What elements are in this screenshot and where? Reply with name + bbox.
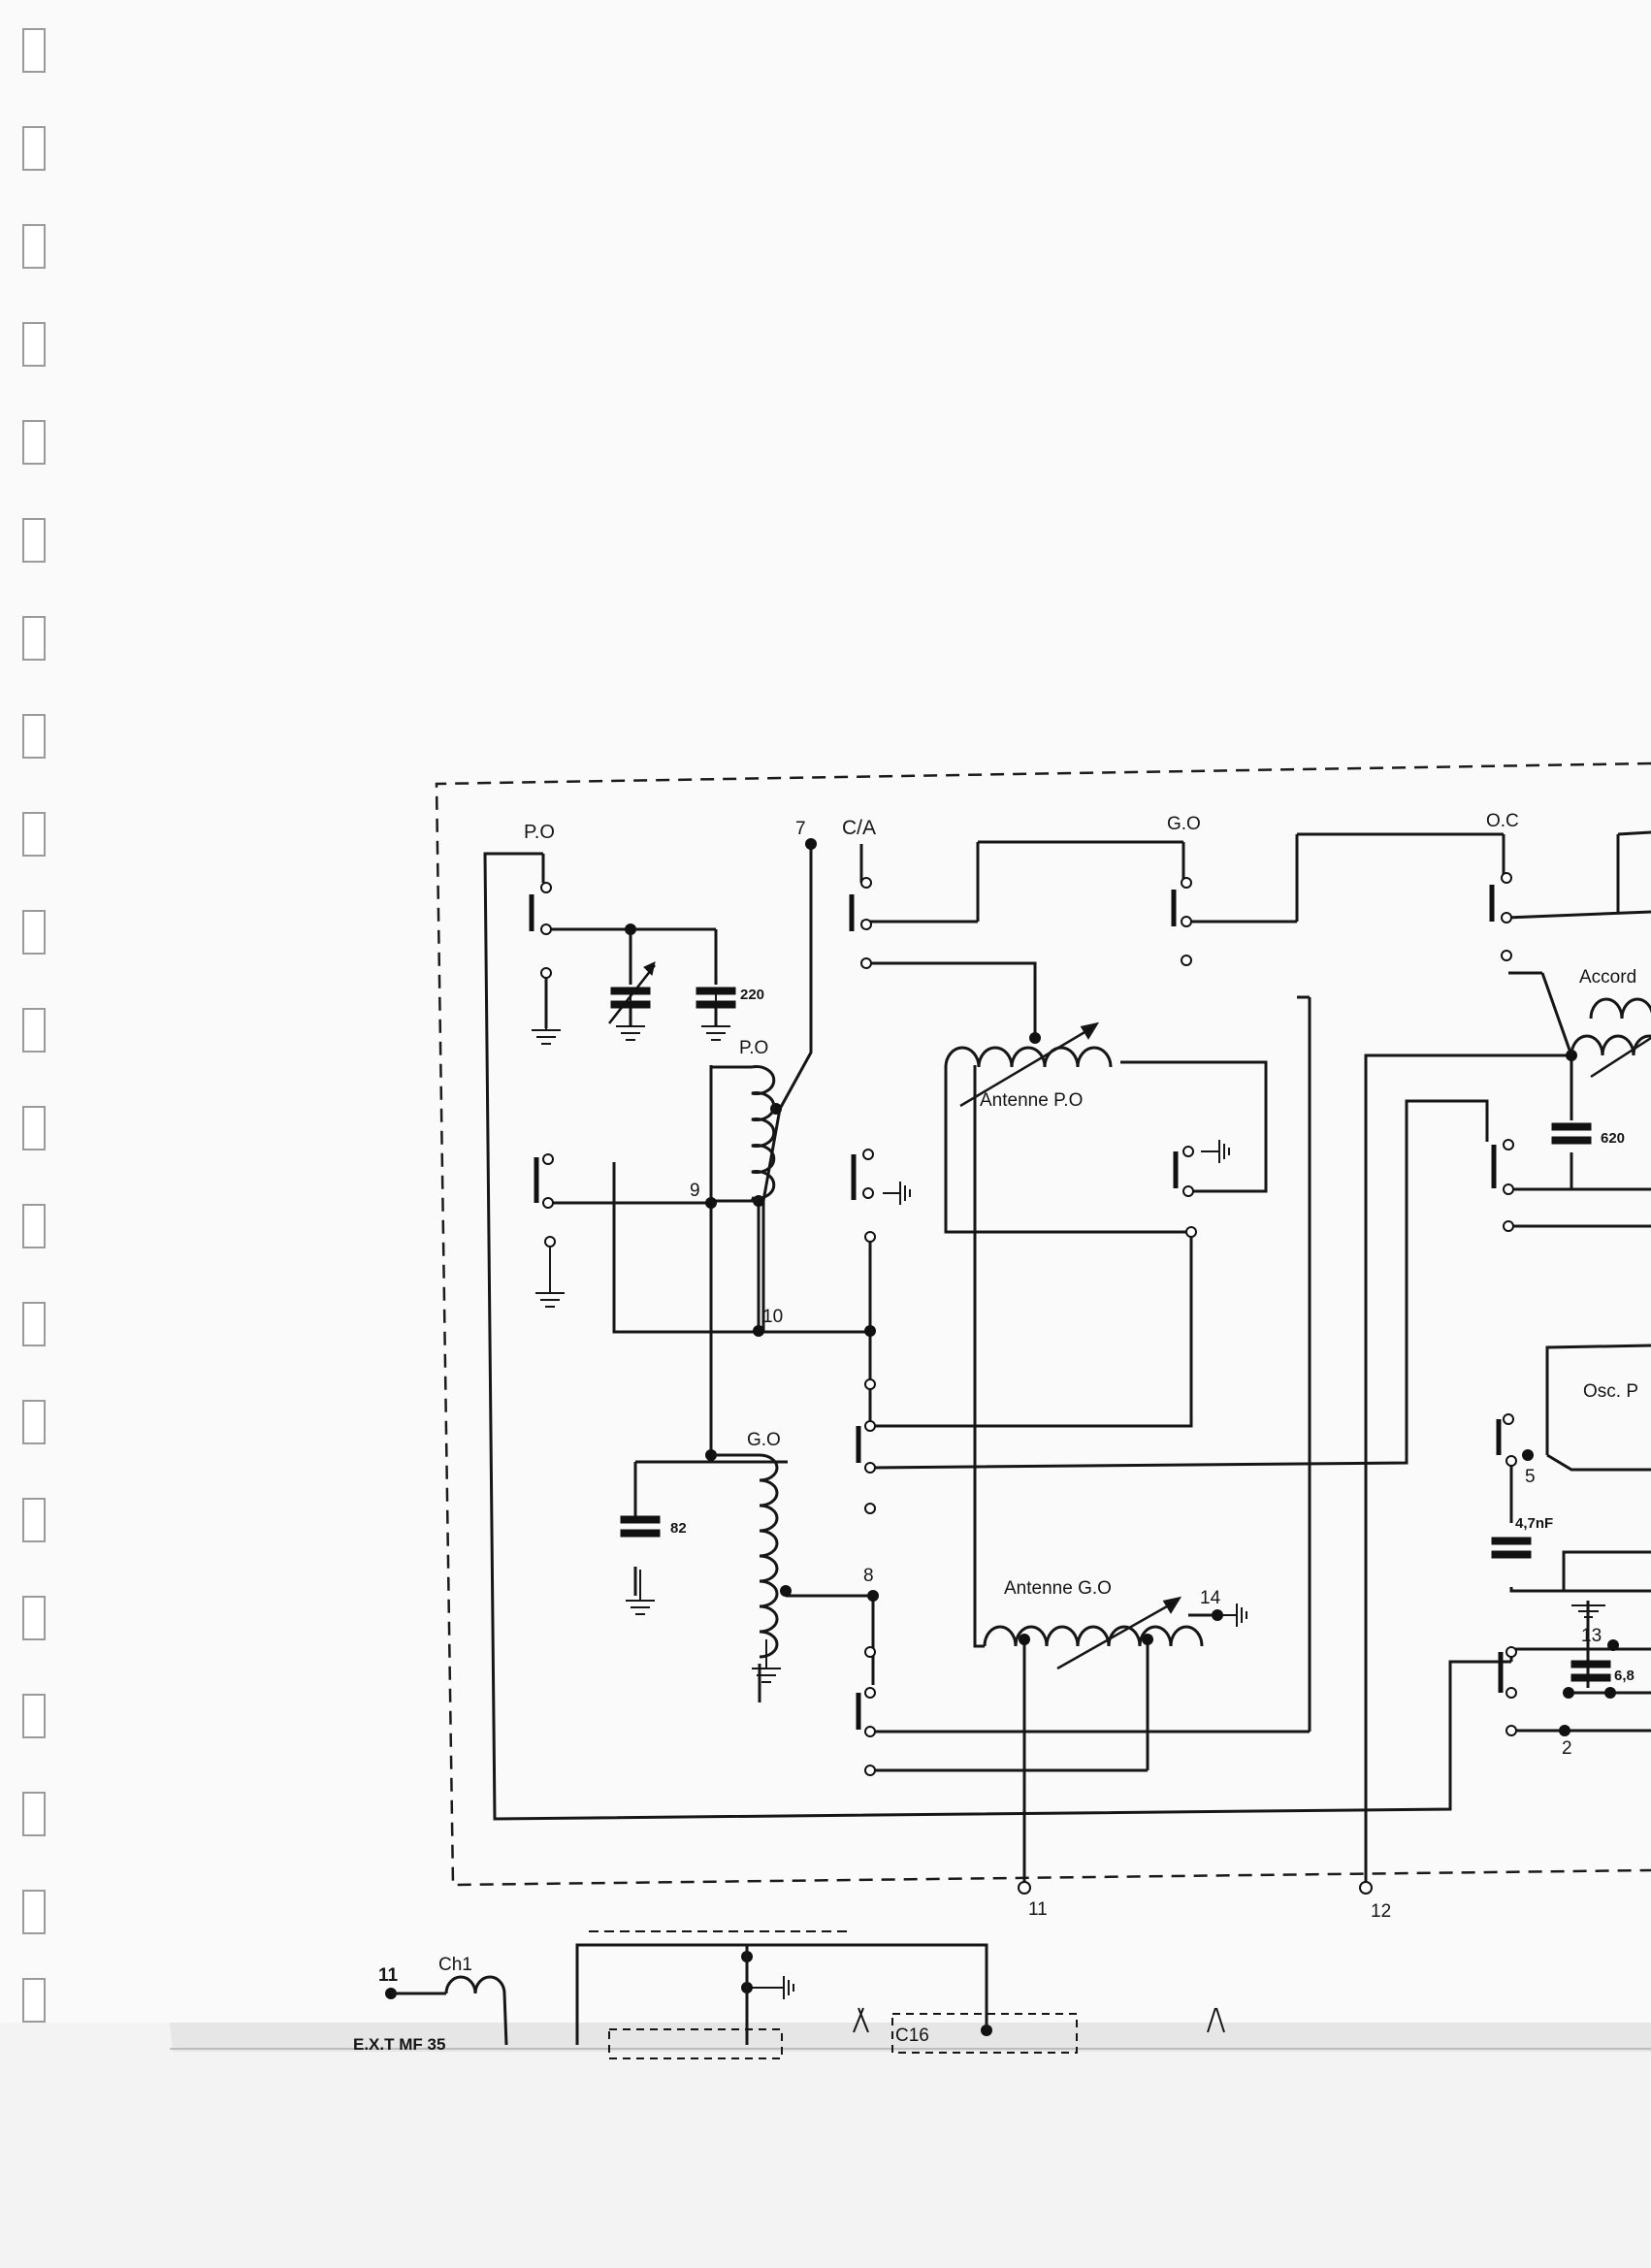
switch-blades (529, 885, 1504, 1730)
variable-capacitor (608, 929, 656, 1026)
coil-label-po: P.O (739, 1038, 768, 1058)
node-label-11-lower: 11 (378, 1965, 399, 1986)
antenne-go-coil (983, 1596, 1204, 1670)
capacitor-82 (620, 1515, 661, 1538)
capacitor-4n7 (1491, 1537, 1532, 1559)
labels: P.O C/A G.O O.C 7 9 10 8 14 11 12 5 13 2… (353, 811, 1638, 2054)
label-ext: E.X.T MF 35 (353, 2035, 445, 2054)
node-label-14: 14 (1200, 1588, 1221, 1608)
coils (391, 997, 1651, 2046)
capacitor-620 (1551, 1055, 1592, 1145)
go-coil (711, 1453, 779, 1659)
capacitor-label-220: 220 (740, 987, 764, 1003)
ground-icon (752, 1639, 781, 1683)
ground-icon (1571, 1604, 1605, 1618)
coil-label-osc: Osc. P (1583, 1381, 1638, 1402)
dashed-enclosure (435, 761, 1651, 1887)
capacitor-6n8 (1570, 1660, 1611, 1682)
coil-label-antenne-go: Antenne G.O (1004, 1578, 1112, 1599)
capacitor-label-620: 620 (1601, 1130, 1625, 1147)
ground-icon (747, 1976, 794, 1999)
node-label-12: 12 (1371, 1901, 1391, 1922)
node-label-11: 11 (1028, 1899, 1048, 1920)
ground-icon (883, 1182, 911, 1205)
capacitor-label-82: 82 (670, 1520, 687, 1537)
capacitor-label-4n7: 4,7nF (1515, 1515, 1553, 1532)
capacitor-220 (696, 929, 736, 1026)
node-label-13: 13 (1581, 1626, 1602, 1646)
po-coil (711, 1065, 776, 1205)
ch1-coil (391, 1975, 508, 2046)
switch-contacts (540, 872, 1517, 1895)
node-label-2: 2 (1562, 1738, 1572, 1759)
node-label-5: 5 (1525, 1467, 1536, 1487)
capacitors (608, 929, 1611, 1682)
coil-label-go: G.O (747, 1430, 781, 1450)
accord-coil (1570, 997, 1651, 1079)
node-label-7: 7 (795, 819, 806, 839)
junction-dots (385, 838, 1619, 2036)
coil-label-accord: Accord (1579, 967, 1636, 988)
coil-label-ch1: Ch1 (438, 1955, 472, 1975)
ground-icon (532, 982, 561, 1045)
label-c16: C16 (895, 2025, 929, 2046)
binding-holes (22, 28, 46, 2023)
ground-icon (1201, 1140, 1230, 1163)
capacitor-label-6n8: 6,8 (1614, 1668, 1635, 1684)
switch-label-oc: O.C (1486, 811, 1519, 831)
switch-label-ca: C/A (842, 817, 876, 839)
node-label-9: 9 (690, 1181, 700, 1201)
node-label-8: 8 (863, 1566, 874, 1586)
antenne-po-coil (944, 1021, 1113, 1108)
ground-icon (626, 1570, 655, 1615)
coil-label-antenne-po: Antenne P.O (980, 1090, 1083, 1111)
lower-strip (575, 1930, 1225, 2059)
switch-label-go: G.O (1167, 814, 1201, 834)
ground-icon (535, 1247, 565, 1308)
switch-label-po: P.O (524, 822, 555, 843)
node-label-10: 10 (762, 1307, 783, 1327)
